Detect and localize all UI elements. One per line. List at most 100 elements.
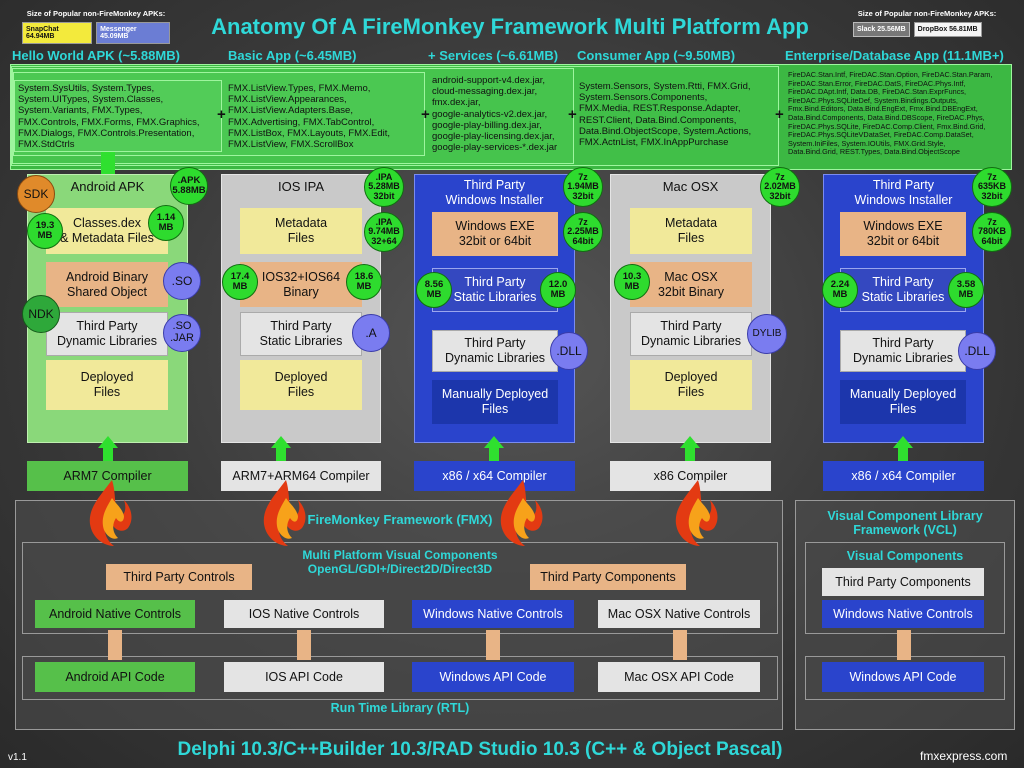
- popular-apks-right-label: Size of Popular non-FireMonkey APKs:: [857, 9, 997, 18]
- mac-native-controls: Mac OSX Native Controls: [598, 600, 760, 628]
- libs-consumer: System.Sensors, System.Rtti, FMX.Grid, S…: [579, 81, 752, 149]
- fmx-visual-title: Multi Platform Visual Components OpenGL/…: [302, 548, 498, 576]
- vcl-arrow-icon: [893, 436, 913, 448]
- android-classes: Classes.dex & Metadata Files: [46, 208, 168, 254]
- vcl-manual: Manually Deployed Files: [840, 380, 966, 424]
- tier-label-basic: Basic App (~6.45MB): [228, 48, 357, 63]
- third-party-components-fmx: Third Party Components: [530, 564, 686, 590]
- plus-3: +: [568, 106, 577, 123]
- mac-api-code: Mac OSX API Code: [598, 662, 760, 692]
- plus-1: +: [217, 106, 226, 123]
- vcl-left-size: 2.24 MB: [822, 272, 858, 308]
- vcl-native-connector: [897, 630, 911, 660]
- footer-title: Delphi 10.3/C++Builder 10.3/RAD Studio 1…: [177, 739, 783, 761]
- win-dynamic: Third Party Dynamic Libraries: [432, 330, 558, 372]
- plus-2: +: [421, 106, 430, 123]
- a-badge: .A: [352, 314, 390, 352]
- ipa-64-size: .IPA 9.74MB 32+64: [364, 212, 404, 252]
- popular-apks-left: Size of Popular non-FireMonkey APKs: Sna…: [22, 9, 170, 44]
- win-arrow-stem: [489, 447, 499, 461]
- tier-label-services: + Services (~6.61MB): [428, 48, 559, 63]
- page-title: Anatomy Of A FireMonkey Framework Multi …: [211, 14, 809, 39]
- ios-compiler: ARM7+ARM64 Compiler: [221, 461, 381, 491]
- win-arrow-icon: [484, 436, 504, 448]
- tier-box-hello: [14, 80, 222, 152]
- rtl-label: Run Time Library (RTL): [330, 700, 470, 715]
- win-title: Third Party Windows Installer: [445, 178, 544, 207]
- win-left-size: 8.56 MB: [416, 272, 452, 308]
- version: v1.1: [8, 752, 27, 763]
- win-dll-badge: .DLL: [550, 332, 588, 370]
- tier-label-enterprise: Enterprise/Database App (11.1MB+): [785, 48, 1004, 63]
- libs-hello: System.SysUtils, System.Types, System.UI…: [18, 83, 200, 151]
- vcl-native-controls: Windows Native Controls: [822, 600, 984, 628]
- third-party-components-vcl: Third Party Components: [822, 568, 984, 596]
- vcl-arrow-stem: [898, 447, 908, 461]
- dylib-badge: DYLIB: [747, 314, 787, 354]
- win-api-code: Windows API Code: [412, 662, 574, 692]
- vcl-title-fw: Visual Component Library Framework (VCL): [827, 508, 983, 537]
- mac-compiler: x86 Compiler: [610, 461, 771, 491]
- flame-icon-ios: [263, 480, 306, 546]
- vcl-right-size: 3.58 MB: [948, 272, 984, 308]
- popular-apks-right: Size of Popular non-FireMonkey APKs: Sla…: [853, 9, 1001, 41]
- win-manual: Manually Deployed Files: [432, 380, 558, 424]
- fmx-title: FireMonkey Framework (FMX): [307, 511, 493, 527]
- snapchat-size: SnapChat 64.94MB: [22, 22, 93, 44]
- ios-metadata: Metadata Files: [240, 208, 362, 254]
- mac-dynamic: Third Party Dynamic Libraries: [630, 312, 752, 356]
- vcl-api-code: Windows API Code: [822, 662, 984, 692]
- android-arrow-stem: [103, 447, 113, 461]
- libs-services: android-support-v4.dex.jar, cloud-messag…: [432, 75, 558, 154]
- site-link[interactable]: fmxexpress.com: [920, 749, 1008, 763]
- win-exe: Windows EXE 32bit or 64bit: [432, 212, 558, 256]
- vcl-dll-badge: .DLL: [958, 332, 996, 370]
- win-7z-64-size: 7z 2.25MB 64bit: [563, 212, 603, 252]
- vcl-exe: Windows EXE 32bit or 64bit: [840, 212, 966, 256]
- android-apk-size: .APK 5.88MB: [170, 167, 208, 205]
- win-7z-32-size: 7z 1.94MB 32bit: [563, 167, 603, 207]
- win-right-size: 12.0 MB: [540, 272, 576, 308]
- vcl-static: Third Party Static Libraries: [840, 268, 966, 312]
- tier-label-consumer: Consumer App (~9.50MB): [577, 48, 736, 63]
- vcl-visual-title: Visual Components: [846, 548, 964, 563]
- ios-title: IOS IPA: [278, 179, 324, 195]
- vcl-7z-64-size: 7z 780KB 64bit: [972, 212, 1012, 252]
- hello-connector: [101, 152, 115, 174]
- ios-right-size: 18.6 MB: [346, 264, 382, 300]
- ios-api-code: IOS API Code: [224, 662, 384, 692]
- android-native-controls: Android Native Controls: [35, 600, 195, 628]
- ios-binary: IOS32+IOS64 Binary: [240, 262, 362, 307]
- mac-deployed: Deployed Files: [630, 360, 752, 410]
- flame-icon-win: [500, 480, 543, 546]
- ios-native-connector: [297, 630, 311, 660]
- ios-deployed: Deployed Files: [240, 360, 362, 410]
- sdk-badge: SDK: [17, 175, 55, 213]
- ios-native-controls: IOS Native Controls: [224, 600, 384, 628]
- slack-size: Slack 25.56MB: [853, 22, 910, 37]
- libs-basic: FMX.ListView.Types, FMX.Memo, FMX.ListVi…: [228, 83, 391, 151]
- android-api-code: Android API Code: [35, 662, 195, 692]
- win-compiler: x86 / x64 Compiler: [414, 461, 575, 491]
- ios-arrow-stem: [276, 447, 286, 461]
- messenger-size: Messenger 45.09MB: [96, 22, 170, 44]
- android-left-size: 19.3 MB: [27, 213, 63, 249]
- ios-left-size: 17.4 MB: [222, 264, 258, 300]
- so-badge: .SO: [163, 262, 201, 300]
- android-deployed: Deployed Files: [46, 360, 168, 410]
- vcl-7z-32-size: 7z 635KB 32bit: [972, 167, 1012, 207]
- win-native-connector: [486, 630, 500, 660]
- android-title: Android APK: [70, 179, 145, 195]
- vcl-title: Third Party Windows Installer: [854, 178, 953, 207]
- dropbox-size: DropBox 56.81MB: [913, 22, 982, 37]
- mac-7z-size: 7z 2.02MB 32bit: [760, 167, 800, 207]
- android-arrow-icon: [98, 436, 118, 448]
- libs-enterprise: FireDAC.Stan.Intf, FireDAC.Stan.Option, …: [788, 70, 993, 157]
- mac-left-size: 10.3 MB: [614, 264, 650, 300]
- popular-apks-left-label: Size of Popular non-FireMonkey APKs:: [26, 9, 166, 18]
- mac-native-connector: [673, 630, 687, 660]
- mac-metadata: Metadata Files: [630, 208, 752, 254]
- android-native-connector: [108, 630, 122, 660]
- vcl-dynamic: Third Party Dynamic Libraries: [840, 330, 966, 372]
- mac-arrow-icon: [680, 436, 700, 448]
